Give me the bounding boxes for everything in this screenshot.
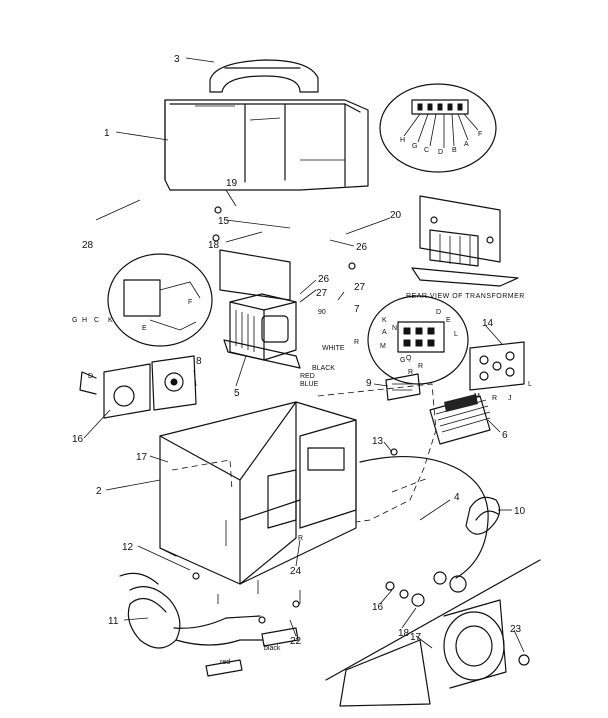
callout-11: 11 [108,616,119,627]
switch-letter: C [94,317,99,324]
rear-transformer-inset [411,195,519,287]
rear-letter: K [382,317,387,324]
callout-12: 12 [122,542,134,553]
transformer-terminal-inset [367,295,469,385]
wire-label-white: WHITE [322,345,345,352]
callout-1: 1 [104,128,110,139]
connector-block [385,373,421,401]
switch-letter: E [142,325,147,332]
switch-letter: G [72,317,77,324]
timer-switch [79,363,151,419]
callout-13: 13 [372,436,384,447]
callout-26a: 26 [356,242,368,253]
caption-red: red [220,659,230,666]
rear-letter: M [380,343,386,350]
callout-7: 7 [354,304,360,315]
plate-letter: M [474,393,480,400]
transformer [219,249,301,369]
fasteners [192,206,425,624]
switch-letter: K [108,317,113,324]
rheostat [151,355,197,411]
callout-24: 23 [510,624,522,635]
captions: REAR VIEW OF TRANSFORMER red black 90 [220,293,525,666]
callout-27b: 27 [316,288,328,299]
rear-letter: G [400,357,405,364]
callout-4: 4 [454,492,460,503]
rear-letter: Q [406,355,412,362]
rear-letter: E [446,317,451,324]
wire-labels: WHITE BLACK RED BLUE [300,345,345,388]
callout-27a: 27 [354,282,366,293]
callout-18: 17 [136,452,148,463]
switch-letter: H [82,317,87,324]
callout-labels: 3 1 28 19 15 18 20 26 26 27 27 7 8 5 9 1… [72,54,526,647]
leader-lines [83,57,525,653]
callout-2: 2 [96,486,102,497]
strip-letter: G [412,143,417,150]
plate-letter: J [508,395,512,402]
callout-17: 18 [398,628,410,639]
plate-letter: R [492,395,497,402]
callout-19: 17 [410,632,422,643]
wire-label-black: BLACK [312,365,335,372]
terminal-strip-inset [379,83,497,173]
charging-cables [119,572,299,677]
callout-16a: 16 [72,434,84,445]
caption-black: black [264,645,281,652]
rear-letter: L [454,331,458,338]
cabinet-cover [164,99,369,191]
chassis-base [159,401,357,585]
callout-9: 9 [366,378,372,389]
callout-23: 22 [290,636,302,647]
strip-letter: C [424,147,429,154]
unit-label: 90 [318,309,326,316]
rear-panel-outline [317,383,437,523]
callout-14: 14 [482,318,494,329]
mid-letter: R [408,369,413,376]
callout-3: 3 [174,54,180,65]
ac-power-cord [359,455,501,593]
switch-letter: F [188,299,192,306]
switch-detail-inset [107,253,213,347]
callout-28: 28 [82,240,94,251]
rectifier-heatsink [429,394,491,445]
rear-letter: N [392,325,397,332]
callout-16b: 16 [372,602,384,613]
mid-letter: R [354,339,359,346]
callout-21: 19 [226,178,238,189]
callout-6: 6 [502,430,508,441]
strip-letter: F [478,131,482,138]
strip-letter: D [438,149,443,156]
mounting-base [325,559,541,707]
rear-letter: D [436,309,441,316]
callout-25: 24 [290,566,302,577]
switch-letter: D [88,373,93,380]
rear-letter: R [418,363,423,370]
strip-letter: B [452,147,457,154]
terminal-letters: H G C D B A F D E K A N L M G R Q G H C … [72,131,532,542]
strip-letter: A [464,141,469,148]
rear-letter: A [382,329,387,336]
plate-letter: L [528,381,532,388]
terminal-plate [469,341,525,391]
strip-letter: H [400,137,405,144]
callout-8: 8 [196,356,202,367]
callout-5: 5 [234,388,240,399]
callout-20: 18 [208,240,220,251]
callout-10: 10 [514,506,526,517]
callout-22: 20 [390,210,402,221]
caption-rear-view: REAR VIEW OF TRANSFORMER [406,293,525,300]
callout-15: 15 [218,216,230,227]
mid-letter: R [298,535,303,542]
carrying-handle [209,59,319,93]
wire-label-blue: BLUE [300,381,319,388]
wire-label-red: RED [300,373,315,380]
callout-26b: 26 [318,274,330,285]
